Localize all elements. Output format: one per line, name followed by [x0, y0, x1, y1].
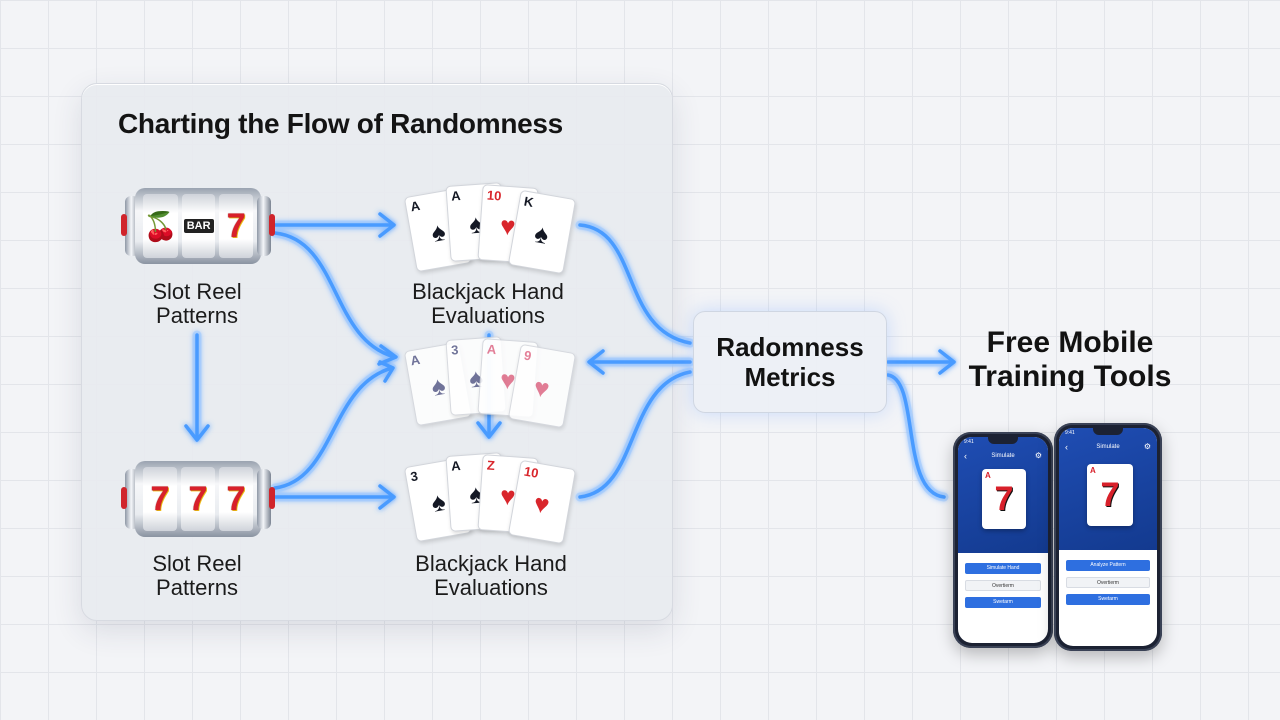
seven-symbol: 7: [219, 467, 253, 531]
overview-button[interactable]: Overtierm: [1066, 577, 1150, 588]
seven-symbol: 7: [181, 467, 215, 531]
card-rank: Z: [486, 457, 496, 473]
diagram-panel: [81, 83, 673, 621]
slot-window: 🍒 BAR 7: [135, 188, 261, 264]
slot-reel-bottom: 7 7 7: [121, 459, 275, 539]
card-rank: 10: [522, 463, 540, 481]
featured-card: A 7: [982, 469, 1026, 529]
slot-label-top: Slot Reel Patterns: [152, 279, 242, 328]
app-hero: 9:41 ‹ Simulate ⚙ A 7: [1059, 428, 1157, 550]
slot-knob: [121, 487, 127, 509]
slot-reel-top: 🍒 BAR 7: [121, 186, 275, 266]
heart-suit-icon: ♥: [531, 487, 552, 521]
overview-button[interactable]: Overtierm: [965, 580, 1041, 591]
app-header-title: Simulate: [991, 453, 1015, 459]
card-rank: A: [486, 341, 497, 358]
randomness-metrics-node: Radomness Metrics: [693, 311, 887, 413]
back-chevron-icon[interactable]: ‹: [964, 451, 967, 461]
slot-cap: [257, 196, 271, 256]
app-hero: 9:41 ‹ Simulate ⚙ A 7: [958, 437, 1048, 553]
slot-label-bottom: Slot Reel Patterns: [152, 551, 242, 600]
app-header-title: Simulate: [1096, 444, 1120, 450]
spade-suit-icon: ♠: [532, 217, 552, 250]
blackjack-label-top: Blackjack Hand Evaluations: [412, 279, 564, 328]
slot-knob: [269, 214, 275, 236]
status-time: 9:41: [1065, 430, 1075, 436]
featured-card: A 7: [1087, 464, 1133, 526]
card-rank: 10: [486, 187, 502, 204]
slot-knob: [269, 487, 275, 509]
card-rank: A: [409, 197, 422, 215]
heart-suit-icon: ♥: [531, 371, 552, 405]
simulate-hand-button[interactable]: Simulate Hand: [965, 563, 1041, 574]
seven-symbol: 7: [219, 194, 253, 258]
seven-symbol: 7: [143, 467, 177, 531]
settings-gear-icon[interactable]: ⚙: [1143, 442, 1151, 451]
settings-gear-icon[interactable]: ⚙: [1034, 451, 1042, 460]
settings-button[interactable]: Swetarm: [1066, 594, 1150, 605]
button-area: Analyze Pattern Overtierm Swetarm: [1059, 550, 1157, 605]
diagram-title: Charting the Flow of Randomness: [118, 108, 563, 139]
cherry-icon: 🍒: [143, 194, 178, 258]
back-chevron-icon[interactable]: ‹: [1065, 442, 1068, 452]
button-area: Simulate Hand Overtierm Swetarm: [958, 553, 1048, 608]
phone-notch: [1093, 428, 1123, 435]
card-rank: 3: [409, 468, 420, 485]
slot-window: 7 7 7: [135, 461, 261, 537]
slot-knob: [121, 214, 127, 236]
phone-left: 9:41 ‹ Simulate ⚙ A 7 Simulate Hand Over…: [953, 432, 1053, 648]
phone-screen: 9:41 ‹ Simulate ⚙ A 7 Analyze Pattern Ov…: [1059, 428, 1157, 646]
slot-cap: [257, 469, 271, 529]
mobile-tools-title: Free Mobile Training Tools: [968, 326, 1172, 393]
card-rank: 3: [450, 342, 459, 358]
bar-symbol: BAR: [181, 194, 216, 258]
settings-button[interactable]: Swetarm: [965, 597, 1041, 608]
card-rank: A: [450, 188, 462, 204]
card-rank: A: [409, 351, 422, 369]
card-rank: K: [522, 193, 535, 210]
phone-screen: 9:41 ‹ Simulate ⚙ A 7 Simulate Hand Over…: [958, 437, 1048, 643]
analyze-pattern-button[interactable]: Analyze Pattern: [1066, 560, 1150, 571]
card-rank: 9: [522, 347, 533, 364]
card-rank: A: [450, 458, 462, 474]
phone-notch: [988, 437, 1018, 444]
status-time: 9:41: [964, 439, 974, 445]
blackjack-label-bottom: Blackjack Hand Evaluations: [415, 551, 567, 600]
phone-right: 9:41 ‹ Simulate ⚙ A 7 Analyze Pattern Ov…: [1054, 423, 1162, 651]
